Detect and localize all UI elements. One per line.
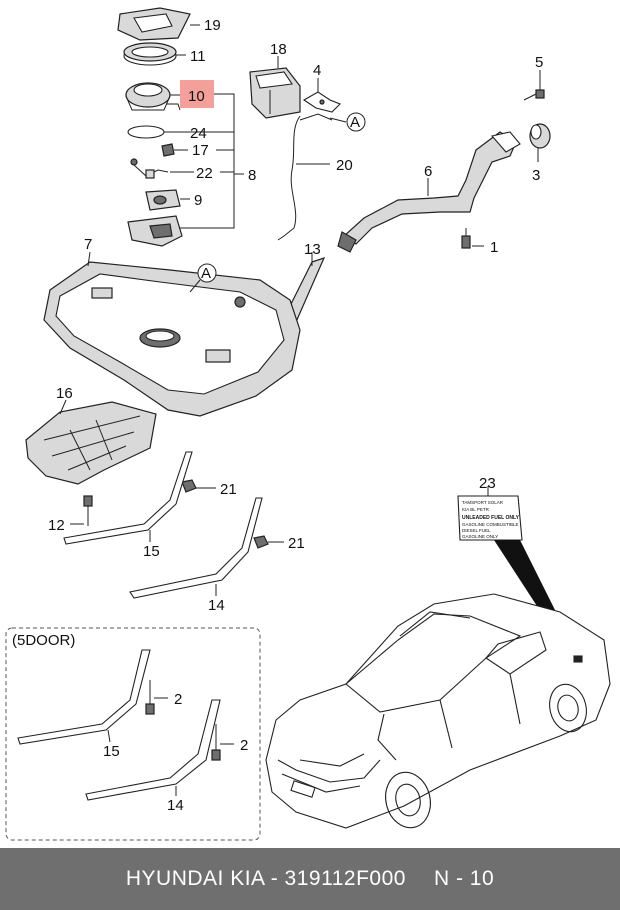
label-23-line-4: GASOLINE COMBUSTIBLE: [462, 522, 519, 527]
callout-17: 17: [192, 142, 209, 159]
inset-5door-label: (5DOOR): [12, 632, 75, 649]
part-16-heat-shield: [25, 401, 157, 485]
callout-14-upper: 14: [208, 597, 225, 614]
callout-10: 10: [188, 88, 205, 105]
inset-part-2-bolt-lower: [211, 724, 221, 761]
car-illustration: [265, 593, 611, 829]
inset-part-2-bolt-upper: [145, 680, 155, 715]
callout-21-lower: 21: [288, 535, 305, 552]
part-3-filler-cap: [529, 123, 551, 149]
page-reference-text: N - 10: [433, 867, 495, 890]
part-15-strap: [63, 451, 193, 545]
part-6-filler-neck: [337, 131, 521, 253]
part-12-bolt: [83, 495, 93, 526]
part-17: [161, 143, 175, 157]
part-1-bolt: [461, 228, 471, 249]
part-7-fuel-tank: [43, 261, 301, 417]
callout-7: 7: [84, 236, 92, 253]
callout-11: 11: [190, 48, 206, 65]
callout-20: 20: [336, 157, 353, 174]
label-23-line-2: KIA BL PETR: [462, 507, 490, 512]
ref-circle-a-upper: [346, 112, 366, 132]
part-24-gasket: [127, 125, 165, 139]
inset-part-14-strap: [85, 699, 221, 801]
part-5-screw: [523, 89, 545, 101]
callout-19: 19: [204, 17, 221, 34]
inset-callout-14: 14: [167, 797, 184, 814]
highlight-10: [180, 80, 214, 108]
callout-6: 6: [424, 163, 432, 180]
part-14-strap: [129, 497, 263, 599]
callout-21-upper: 21: [220, 481, 237, 498]
inset-callout-2-upper: 2: [174, 691, 182, 708]
callout-4: 4: [313, 62, 321, 79]
callout-a-lower: A: [201, 265, 211, 282]
inset-callout-2-lower: 2: [240, 737, 248, 754]
callout-18: 18: [270, 41, 287, 58]
label-23-line-5: DIESEL FUEL: [462, 528, 491, 533]
callout-3: 3: [532, 167, 540, 184]
label-23-line-6: GASOLINE ONLY: [462, 534, 498, 539]
part-21-nut-upper: [181, 479, 197, 493]
part-9-pump: [145, 189, 181, 211]
part-10-fuel-pump-plate: [125, 82, 181, 111]
part-22-sender: [130, 158, 169, 179]
label-23-line-1: TAMSPORT SOLAR: [462, 500, 504, 505]
part-11-lock-ring: [123, 42, 177, 66]
callout-8: 8: [248, 167, 256, 184]
footer-bar: HYUNDAI KIA - 319112F000 N - 10: [0, 848, 620, 910]
callout-24: 24: [190, 125, 207, 142]
callout-23: 23: [479, 475, 496, 492]
callout-9: 9: [194, 192, 202, 209]
inset-part-15-strap: [17, 649, 151, 745]
part-19-cover: [117, 7, 191, 41]
part-18-canister: [249, 67, 301, 119]
inset-callout-15: 15: [103, 743, 120, 760]
callout-1: 1: [490, 239, 498, 256]
part-pump-module: [127, 215, 183, 247]
part-23-fuel-label: TAMSPORT SOLAR KIA BL PETR UNLEADED FUEL…: [457, 495, 523, 541]
callout-15-upper: 15: [143, 543, 160, 560]
inset-5door-frame: [5, 627, 261, 841]
callout-22: 22: [196, 165, 213, 182]
part-number-text: HYUNDAI KIA - 319112F000: [125, 867, 406, 890]
callout-13: 13: [304, 241, 321, 258]
callout-12: 12: [48, 517, 65, 534]
part-4-bracket: [302, 91, 341, 113]
callout-a-upper: A: [350, 114, 360, 131]
callout-5: 5: [535, 54, 543, 71]
label-23-line-3: UNLEADED FUEL ONLY: [462, 515, 520, 521]
ref-circle-a-lower: [197, 263, 217, 283]
part-21-nut-lower: [253, 535, 269, 549]
callout-16: 16: [56, 385, 73, 402]
part-20-vapor-hose: [277, 115, 301, 241]
parts-diagram: 19 11 10 8 24 17 22 9: [5, 7, 611, 841]
